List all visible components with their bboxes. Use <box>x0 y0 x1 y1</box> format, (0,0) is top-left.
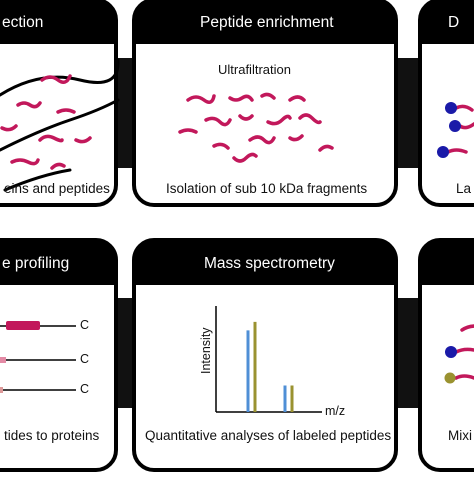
panel-6-caption: Mixi <box>448 428 472 443</box>
panel-5-title: Mass spectrometry <box>204 255 335 273</box>
c-terminal-label-2: C <box>80 352 89 366</box>
connector-top-right <box>394 58 422 168</box>
panel-1-caption: eins and peptides <box>4 181 110 196</box>
panel-3-caption: La <box>456 181 471 196</box>
x-axis-label: m/z <box>325 404 345 418</box>
panel-2-caption: Isolation of sub 10 kDa fragments <box>166 181 367 196</box>
panel-3-title: D <box>448 14 459 32</box>
panel-2-subtitle: Ultrafiltration <box>218 62 291 77</box>
c-terminal-label-1: C <box>80 318 89 332</box>
connector-bottom-right <box>394 298 422 408</box>
c-terminal-label-3: C <box>80 382 89 396</box>
panel-2-title: Peptide enrichment <box>200 14 334 32</box>
y-axis-label: Intensity <box>199 327 213 374</box>
panel-4-title: e profiling <box>2 255 69 273</box>
panel-4-caption: tides to proteins <box>4 428 99 443</box>
panel-1-title: ection <box>2 14 43 32</box>
panel-5-caption: Quantitative analyses of labeled peptide… <box>145 428 391 443</box>
panel-header <box>420 240 474 285</box>
panel-header <box>420 0 474 44</box>
panel-labeling <box>420 0 474 205</box>
